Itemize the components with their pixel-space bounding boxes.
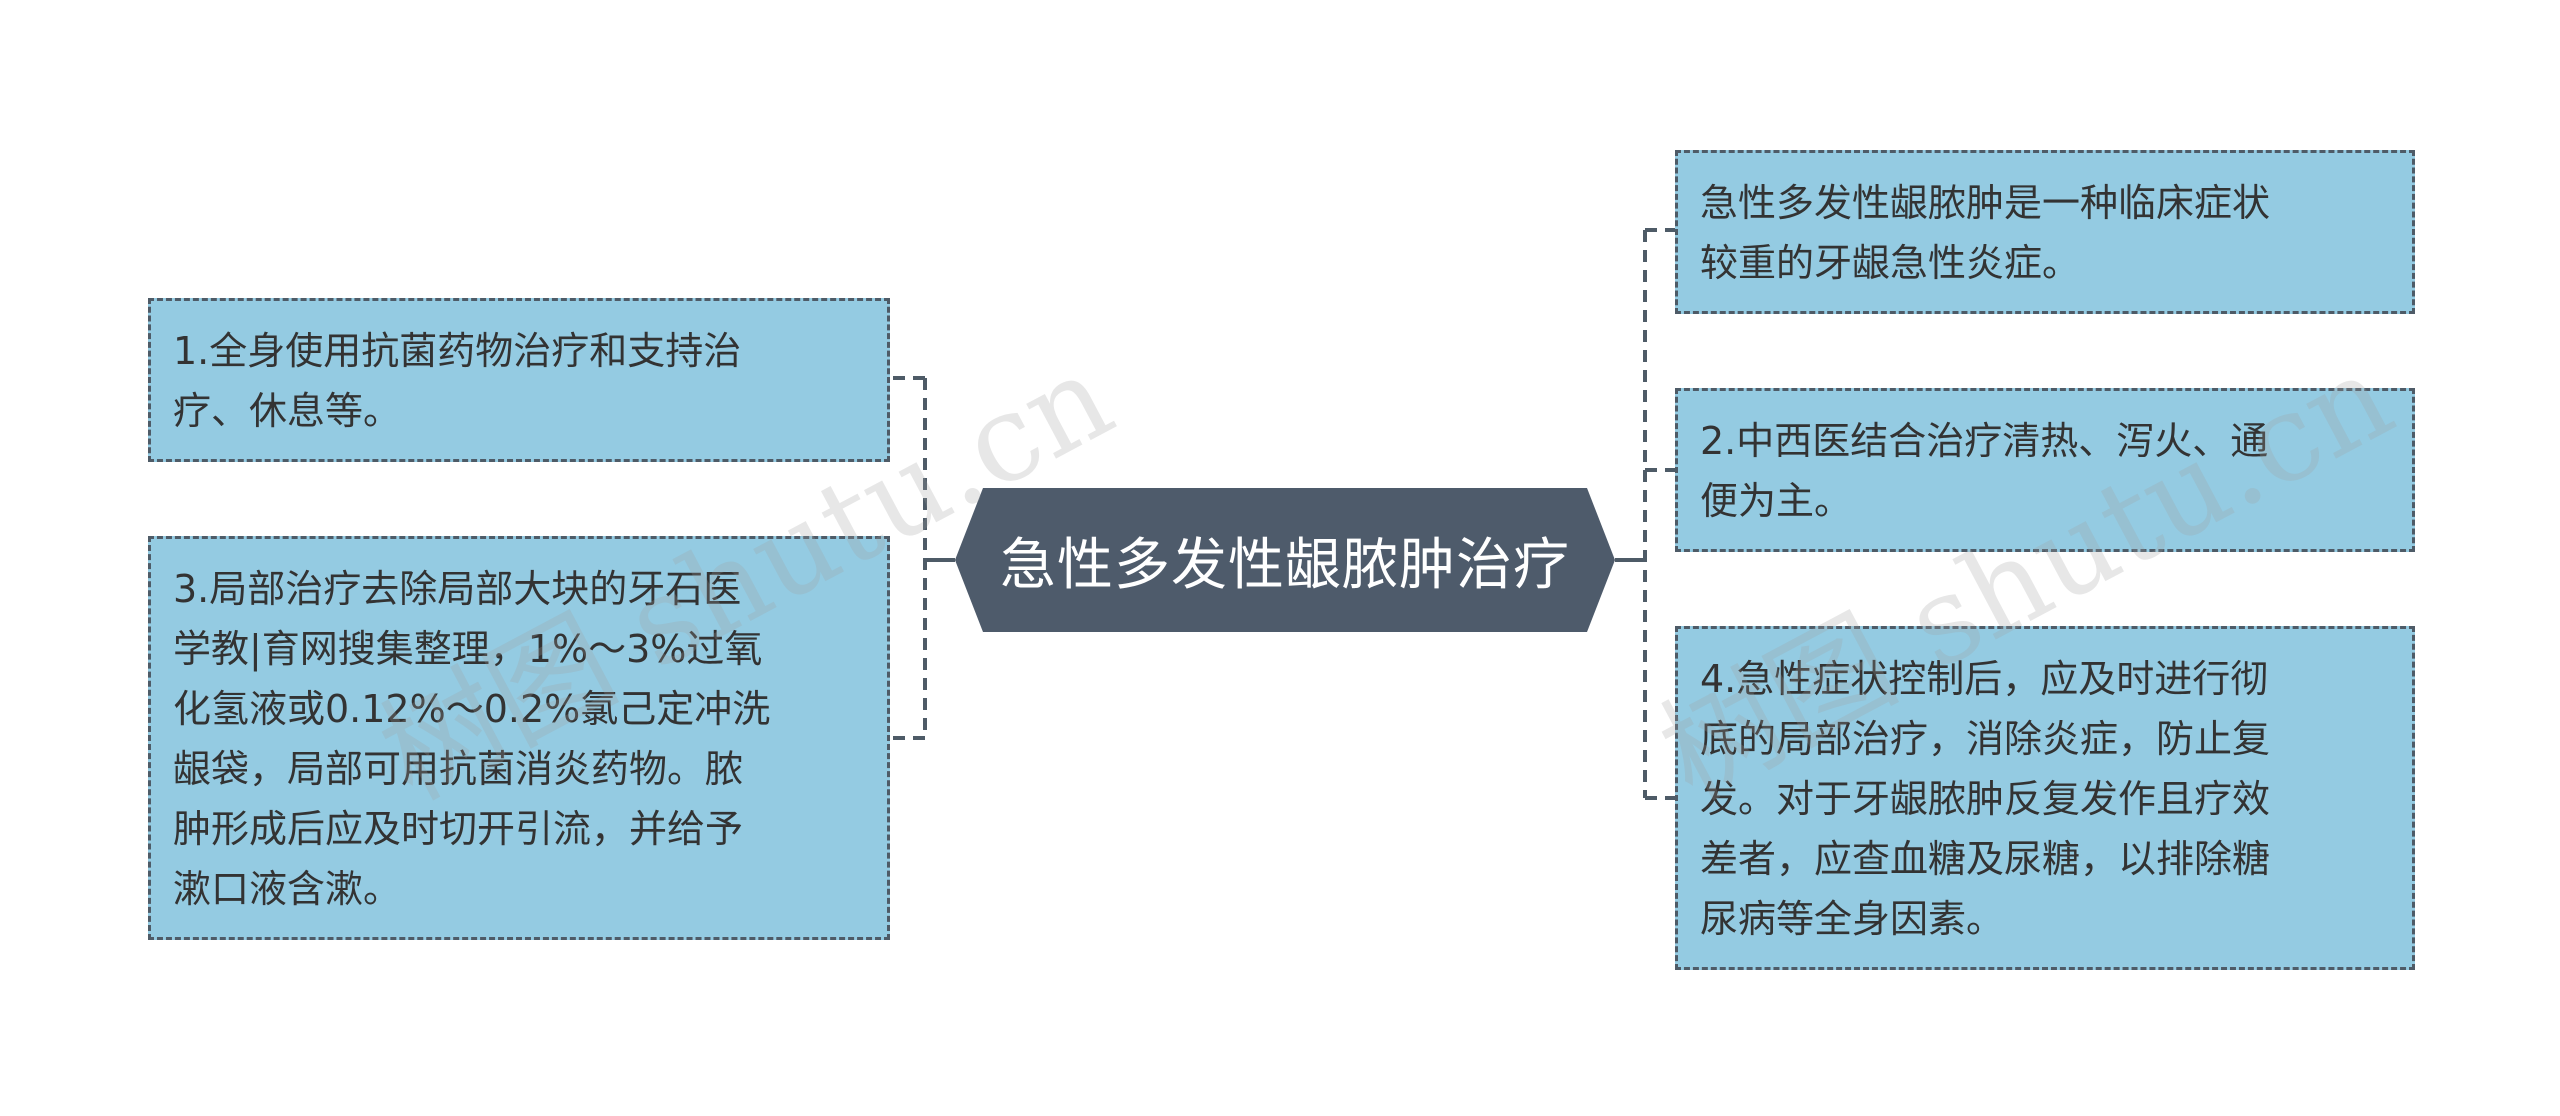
left-branch-2[interactable]: 3.局部治疗去除局部大块的牙石医 学教|育网搜集整理，1%～3%过氧 化氢液或0… (148, 536, 890, 940)
right-branch-2[interactable]: 2.中西医结合治疗清热、泻火、通 便为主。 (1675, 388, 2415, 552)
center-topic-label: 急性多发性龈脓肿治疗 (1000, 532, 1570, 598)
right-branch-1-text: 急性多发性龈脓肿是一种临床症状 较重的牙龈急性炎症。 (1700, 181, 2271, 285)
right-branch-2-text: 2.中西医结合治疗清热、泻火、通 便为主。 (1700, 419, 2269, 523)
right-branch-3[interactable]: 4.急性症状控制后，应及时进行彻 底的局部治疗，消除炎症，防止复 发。对于牙龈脓… (1675, 626, 2415, 970)
left-branch-2-text: 3.局部治疗去除局部大块的牙石医 学教|育网搜集整理，1%～3%过氧 化氢液或0… (173, 567, 771, 911)
left-branch-1-text: 1.全身使用抗菌药物治疗和支持治 疗、休息等。 (173, 329, 742, 433)
right-branch-3-text: 4.急性症状控制后，应及时进行彻 底的局部治疗，消除炎症，防止复 发。对于牙龈脓… (1700, 657, 2271, 941)
center-topic[interactable]: 急性多发性龈脓肿治疗 (955, 488, 1615, 632)
right-branch-1[interactable]: 急性多发性龈脓肿是一种临床症状 较重的牙龈急性炎症。 (1675, 150, 2415, 314)
left-branch-1[interactable]: 1.全身使用抗菌药物治疗和支持治 疗、休息等。 (148, 298, 890, 462)
